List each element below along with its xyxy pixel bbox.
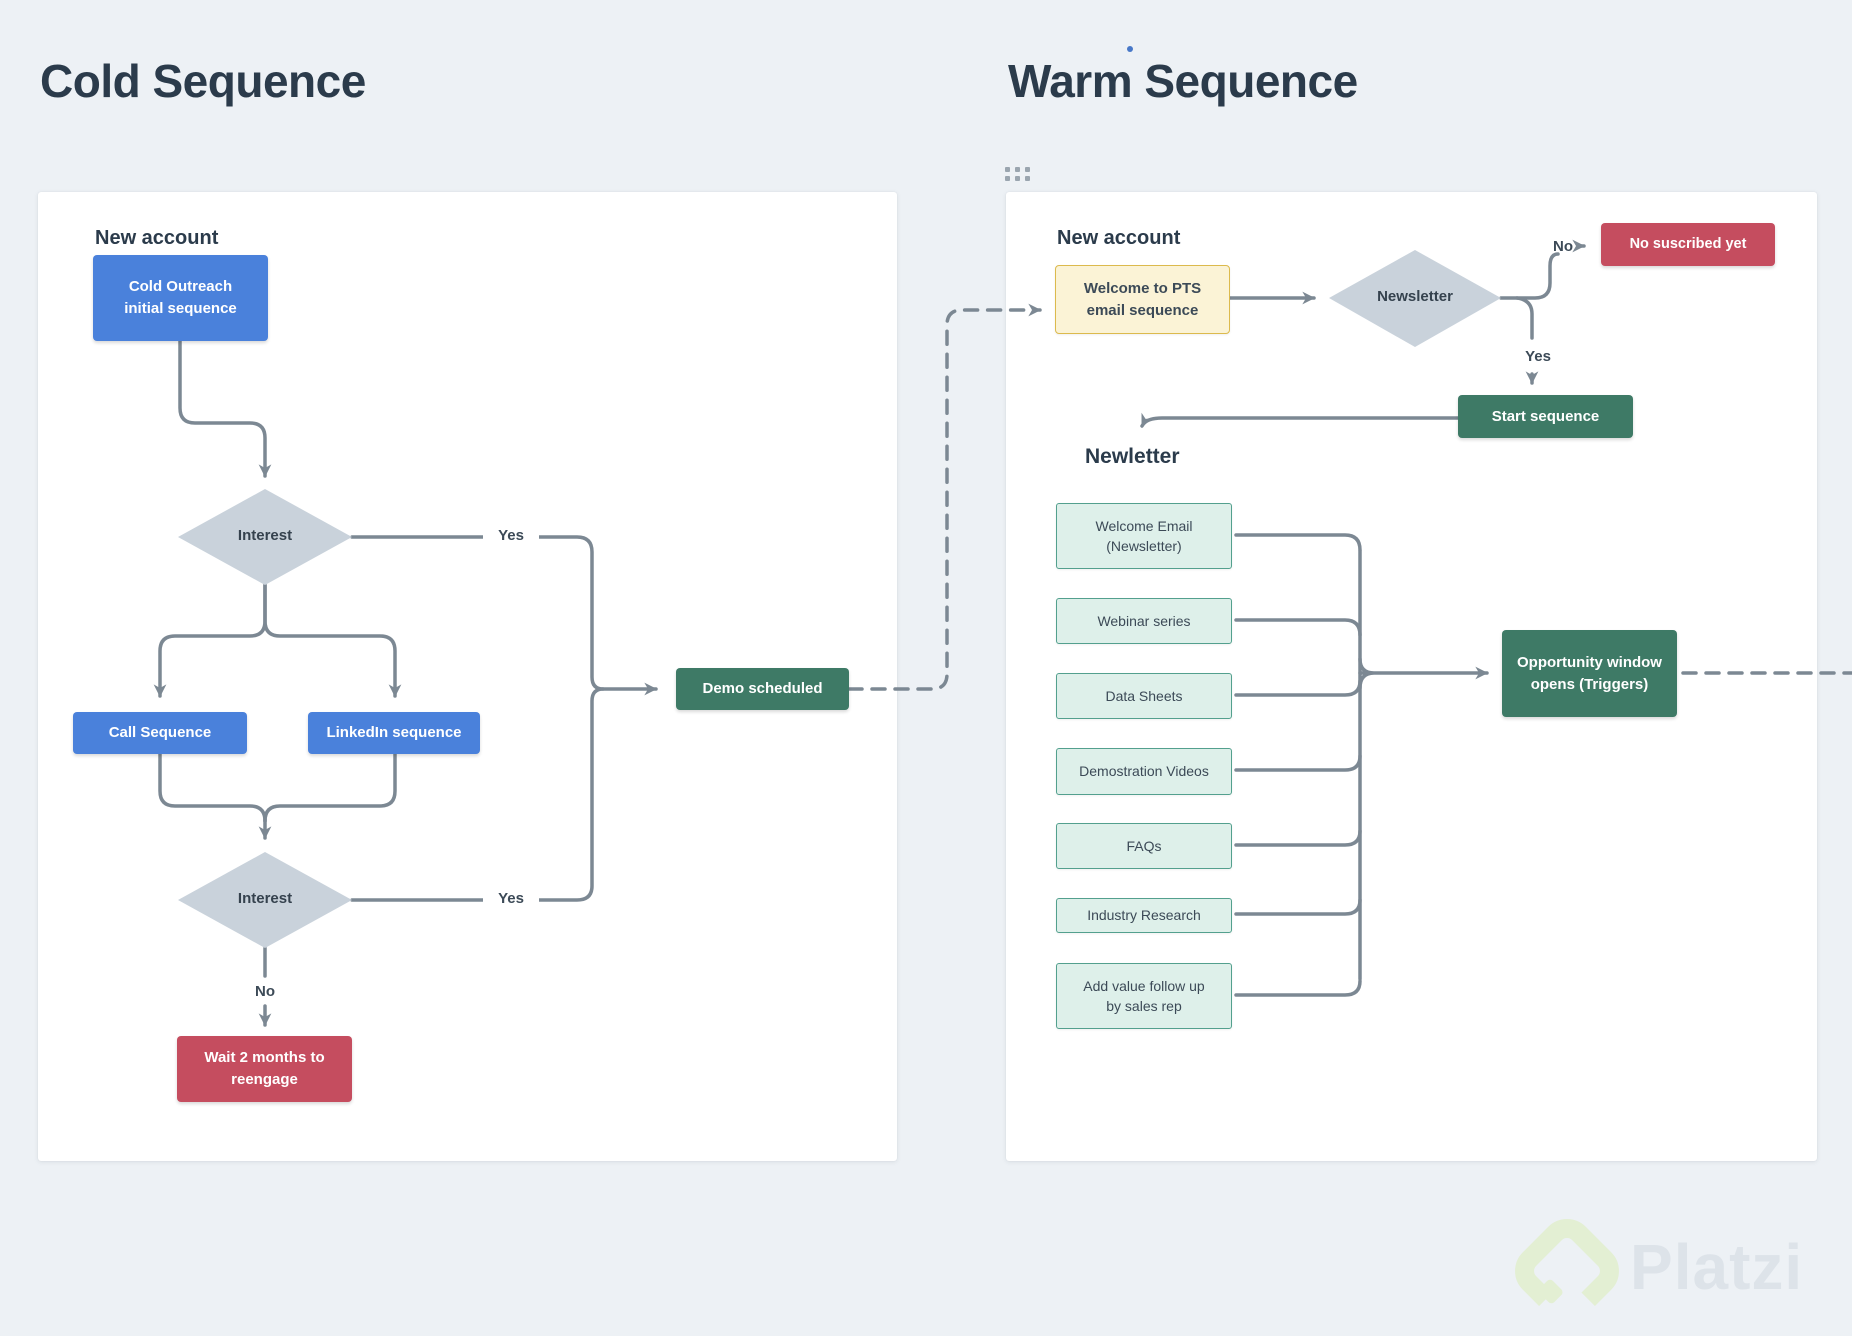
platzi-logo-icon — [1515, 1219, 1619, 1336]
node-text: Industry Research — [1087, 907, 1201, 924]
no-label-warm: No — [1553, 238, 1573, 255]
yes-label-1: Yes — [483, 527, 539, 544]
node-text: Demostration Videos — [1079, 763, 1209, 780]
node-not-subscribed[interactable]: No suscribed yet — [1601, 223, 1775, 266]
node-start-sequence[interactable]: Start sequence — [1458, 395, 1633, 438]
node-text: Demo scheduled — [702, 680, 823, 698]
node-demo-videos[interactable]: Demostration Videos — [1056, 748, 1232, 795]
interest1-label: Interest — [237, 527, 293, 544]
node-text: by sales rep — [1106, 998, 1182, 1014]
node-text: Add value follow up — [1083, 977, 1205, 994]
platzi-watermark-text: Platzi — [1630, 1231, 1804, 1303]
node-add-value[interactable]: Add value follow up by sales rep — [1056, 963, 1232, 1029]
node-faqs[interactable]: FAQs — [1056, 823, 1232, 869]
node-text: opens (Triggers) — [1530, 675, 1649, 693]
node-text: FAQs — [1126, 837, 1162, 854]
newsletter-decision-label: Newsletter — [1377, 288, 1453, 305]
yes-label-warm: Yes — [1510, 348, 1566, 365]
node-industry-research[interactable]: Industry Research — [1056, 898, 1232, 933]
cold-new-account-heading: New account — [95, 227, 219, 249]
warm-new-account-heading: New account — [1057, 227, 1181, 249]
node-welcome-pts[interactable]: Welcome to PTS email sequence — [1055, 265, 1230, 334]
node-cold-outreach[interactable]: Cold Outreach initial sequence — [93, 255, 268, 341]
node-text: Opportunity window — [1517, 653, 1662, 671]
node-text: (Newsletter) — [1106, 538, 1182, 554]
yes-label-2: Yes — [483, 890, 539, 907]
node-text: LinkedIn sequence — [326, 724, 462, 742]
node-opportunity-window[interactable]: Opportunity window opens (Triggers) — [1502, 630, 1677, 717]
node-call-sequence[interactable]: Call Sequence — [73, 712, 247, 754]
node-text: Data Sheets — [1105, 687, 1183, 704]
node-wait-reengage[interactable]: Wait 2 months to reengage — [177, 1036, 352, 1102]
node-text: Cold Outreach — [128, 278, 233, 296]
node-demo-scheduled[interactable]: Demo scheduled — [676, 668, 849, 710]
node-text: Webinar series — [1097, 612, 1191, 629]
node-text: No suscribed yet — [1629, 235, 1747, 252]
node-webinar-series[interactable]: Webinar series — [1056, 598, 1232, 644]
node-text: Welcome Email — [1095, 517, 1193, 534]
node-text: Wait 2 months to — [204, 1049, 325, 1067]
node-welcome-email[interactable]: Welcome Email (Newsletter) — [1056, 503, 1232, 569]
no-label-1: No — [255, 983, 275, 1000]
node-text: reengage — [231, 1071, 298, 1088]
node-linkedin-sequence[interactable]: LinkedIn sequence — [308, 712, 480, 754]
cold-sequence-title: Cold Sequence — [40, 55, 366, 107]
node-text: initial sequence — [124, 300, 237, 317]
node-data-sheets[interactable]: Data Sheets — [1056, 673, 1232, 719]
node-text: Start sequence — [1491, 407, 1600, 425]
newletter-heading: Newletter — [1085, 445, 1180, 468]
cursor-dot — [1127, 46, 1133, 52]
node-text: Welcome to PTS — [1083, 279, 1202, 297]
node-text: Call Sequence — [108, 724, 212, 742]
interest2-label: Interest — [237, 890, 293, 907]
drag-handle-icon[interactable] — [1005, 167, 1030, 181]
warm-sequence-title: Warm Sequence — [1008, 55, 1358, 107]
node-text: email sequence — [1086, 301, 1199, 319]
